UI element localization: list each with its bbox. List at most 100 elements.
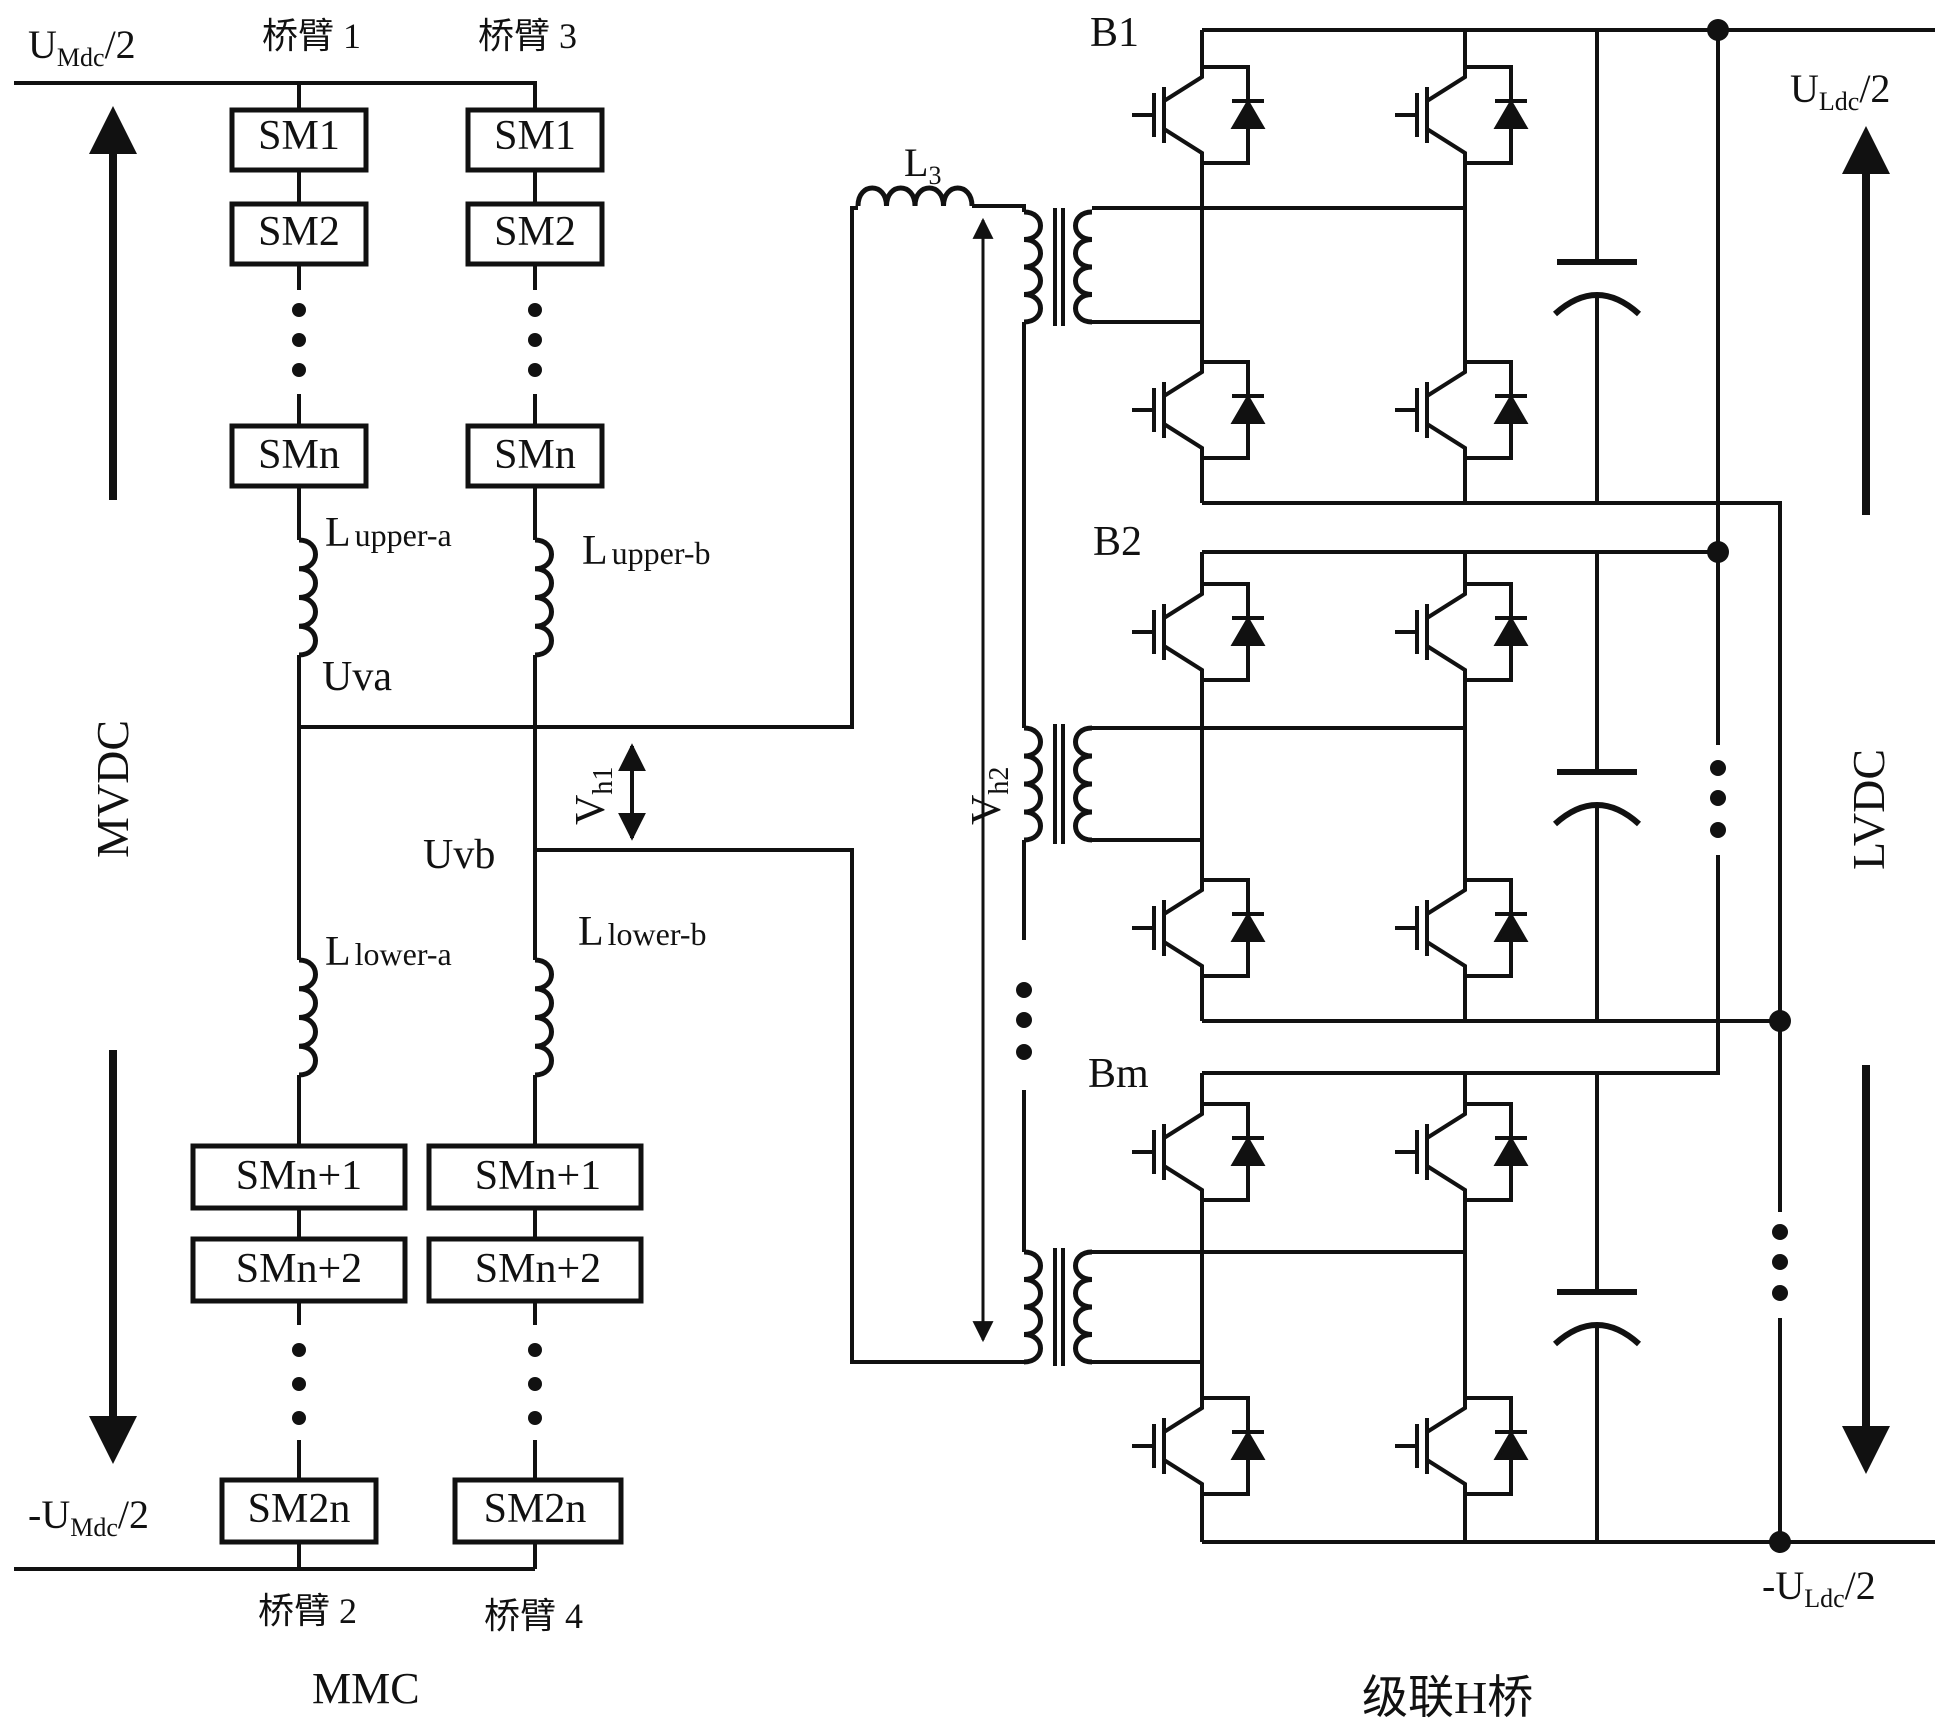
bridge-bm-igbt-icon bbox=[1395, 1096, 1529, 1208]
arm-a-lower-ellipsis-dot bbox=[292, 1343, 306, 1357]
inductor-upper-b bbox=[534, 537, 554, 658]
mmc-top-voltage-label: UMdc/2 bbox=[28, 22, 136, 72]
bridge-b1-igbt-icon bbox=[1132, 59, 1266, 171]
vh2-label: Vh2 bbox=[964, 767, 1015, 825]
bridge-b1-igbt-icon bbox=[1395, 354, 1529, 466]
node-uvb-label: Uvb bbox=[423, 832, 495, 878]
sm-label-lower-b-n2: SMn+2 bbox=[475, 1246, 601, 1292]
mmc-bottom-voltage-label: -UMdc/2 bbox=[28, 1492, 149, 1542]
primary-ellipsis-dot bbox=[1016, 982, 1032, 998]
arm-a-upper-ellipsis-dot bbox=[292, 333, 306, 347]
arm-a-upper-ellipsis-dot bbox=[292, 303, 306, 317]
vh1-label: Vh1 bbox=[568, 767, 619, 825]
circuit-wires bbox=[14, 28, 1935, 1571]
arm-a-lower-module-1 bbox=[190, 1236, 408, 1304]
arm-a-upper-module-1 bbox=[229, 201, 369, 267]
sm-label-upper-b-1: SM1 bbox=[494, 113, 576, 159]
arm-b-lower-module-2n bbox=[452, 1477, 624, 1545]
bridge-b2-capacitor-icon-plate bbox=[1552, 802, 1642, 827]
inductor-l3-label: L3 bbox=[904, 140, 941, 190]
transformer-1-primary bbox=[1023, 209, 1043, 325]
bridge-bm-igbt-icon bbox=[1395, 1390, 1529, 1502]
junction-dot bbox=[1769, 1531, 1791, 1553]
sm-label-upper-b-2: SM2 bbox=[494, 209, 576, 255]
bridge-bm-igbt-icon bbox=[1132, 1096, 1266, 1208]
arm-a-lower-module-2n bbox=[219, 1477, 379, 1545]
transformer-1-secondary bbox=[1073, 209, 1093, 325]
junction-dot bbox=[1707, 19, 1729, 41]
bridge-b2-igbt-icon bbox=[1132, 576, 1266, 688]
arm-b-lower-module-0 bbox=[426, 1143, 644, 1211]
primary-ellipsis-dot bbox=[1016, 1044, 1032, 1060]
arm2-label: 桥臂 2 bbox=[258, 1591, 357, 1631]
sm-label-upper-a-1: SM1 bbox=[258, 113, 340, 159]
arm-b-upper-ellipsis-dot bbox=[528, 333, 542, 347]
junction-dot bbox=[1769, 1010, 1791, 1032]
series-ellipsis-dot bbox=[1772, 1224, 1788, 1240]
series-ellipsis-dot bbox=[1772, 1285, 1788, 1301]
mvdc-label: MVDC bbox=[87, 720, 138, 858]
chb-top-voltage-label: ULdc/2 bbox=[1790, 66, 1890, 116]
l3-to-transformer bbox=[972, 204, 1026, 212]
bridge-b2-igbt-icon bbox=[1132, 872, 1266, 984]
arm1-label: 桥臂 1 bbox=[262, 16, 361, 56]
series-link-upper bbox=[1597, 855, 1720, 1075]
series-ellipsis-dot bbox=[1710, 822, 1726, 838]
sm-label-lower-a-n1: SMn+1 bbox=[236, 1153, 362, 1199]
bridge-b1-igbt-icon bbox=[1132, 354, 1266, 466]
sm-label-upper-a-n: SMn bbox=[258, 432, 340, 478]
inductor-lower-a bbox=[298, 957, 318, 1078]
bridge-b1-igbt-icon bbox=[1395, 59, 1529, 171]
inductor-upper-a bbox=[298, 537, 318, 658]
arm-b-lower-ellipsis-dot bbox=[528, 1411, 542, 1425]
sm-label-lower-a-n2: SMn+2 bbox=[236, 1246, 362, 1292]
sm-label-lower-b-2n: SM2n bbox=[484, 1486, 587, 1532]
inductor-lower-b bbox=[534, 957, 554, 1078]
primary-ellipsis-dot bbox=[1016, 1012, 1032, 1028]
arm-a-upper-module-0 bbox=[229, 107, 369, 173]
arm-b-upper-module-0 bbox=[465, 107, 605, 173]
series-ellipsis-dot bbox=[1772, 1254, 1788, 1270]
mmc-caption: MMC bbox=[312, 1664, 420, 1713]
module-b1-label: B1 bbox=[1090, 10, 1139, 56]
lvdc-label: LVDC bbox=[1843, 749, 1894, 870]
circuit-components bbox=[89, 19, 1890, 1553]
arm-b-lower-ellipsis-dot bbox=[528, 1377, 542, 1391]
node-uva-label: Uva bbox=[322, 654, 392, 700]
transformer-2-secondary bbox=[1073, 725, 1093, 843]
transformer-2-primary bbox=[1023, 725, 1043, 843]
arm-a-lower-module-0 bbox=[190, 1143, 408, 1211]
bridge-b1-capacitor-icon-plate bbox=[1552, 292, 1642, 317]
dc-bus-top bbox=[14, 81, 537, 110]
sm-label-upper-b-n: SMn bbox=[494, 432, 576, 478]
series-ellipsis-dot bbox=[1710, 790, 1726, 806]
bridge-bm-igbt-icon bbox=[1132, 1390, 1266, 1502]
arm-b-upper-module-2 bbox=[465, 423, 605, 489]
module-b2-label: B2 bbox=[1093, 519, 1142, 565]
junction-dot bbox=[1707, 541, 1729, 563]
arm-a-lower-ellipsis-dot bbox=[292, 1377, 306, 1391]
arm-b-upper-ellipsis-dot bbox=[528, 363, 542, 377]
inductor-l3 bbox=[855, 185, 975, 207]
arm-a-lower-ellipsis-dot bbox=[292, 1411, 306, 1425]
output-b-wire bbox=[535, 848, 1024, 1364]
arm-b-lower-ellipsis-dot bbox=[528, 1343, 542, 1357]
arm-b-upper-ellipsis-dot bbox=[528, 303, 542, 317]
sm-label-lower-b-n1: SMn+1 bbox=[475, 1153, 601, 1199]
bridge-b2-igbt-icon bbox=[1395, 576, 1529, 688]
transformer-3-primary bbox=[1023, 1249, 1043, 1365]
bridge-bm-capacitor-icon-plate bbox=[1552, 1322, 1642, 1347]
chb-caption: 级联H桥 bbox=[1362, 1672, 1533, 1723]
sm-label-lower-a-2n: SM2n bbox=[248, 1486, 351, 1532]
sm-label-upper-a-2: SM2 bbox=[258, 209, 340, 255]
transformer-3-secondary bbox=[1073, 1249, 1093, 1365]
output-a-wire bbox=[299, 206, 858, 729]
arm3-label: 桥臂 3 bbox=[478, 16, 577, 56]
series-link-lower bbox=[1597, 501, 1782, 1023]
arm4-label: 桥臂 4 bbox=[484, 1596, 583, 1636]
